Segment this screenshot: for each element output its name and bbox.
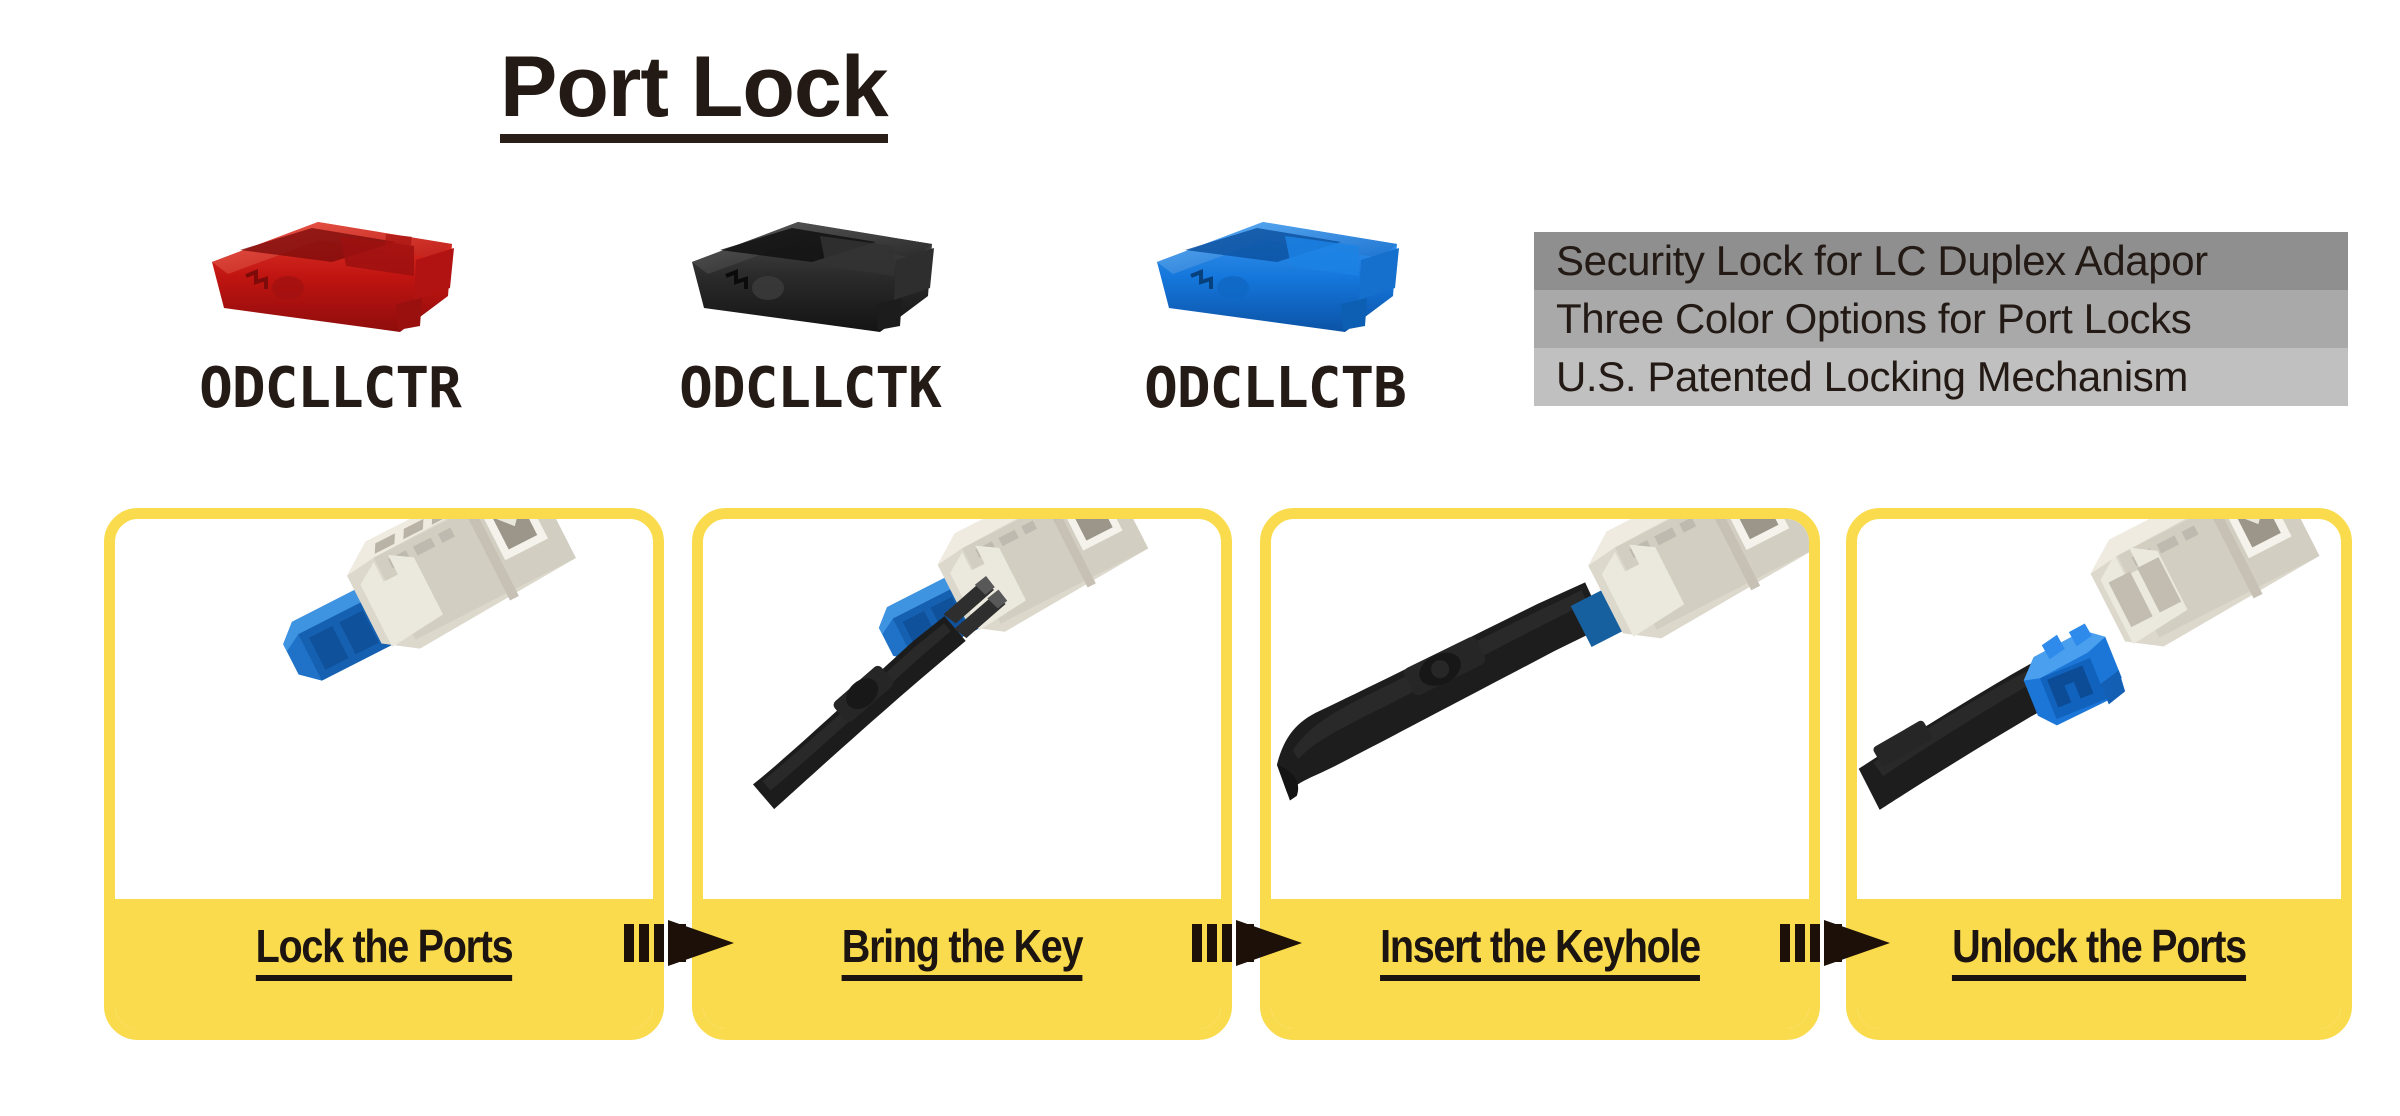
step-band: Unlock the Ports — [1857, 899, 2341, 1029]
step-illustration-unlock-the-ports — [1857, 519, 2341, 919]
step-label: Insert the Keyhole — [1309, 919, 1772, 981]
page-title: Port Lock — [500, 44, 889, 143]
step-band: Bring the Key — [703, 899, 1221, 1029]
feature-row: Three Color Options for Port Locks — [1534, 290, 2348, 348]
product-code: ODCLLCTR — [199, 356, 462, 421]
step-illustration-bring-the-key — [703, 519, 1221, 919]
step-band: Lock the Ports — [115, 899, 653, 1029]
step-arrow-3 — [1780, 912, 1892, 974]
feature-row: U.S. Patented Locking Mechanism — [1534, 348, 2348, 406]
step-label: Lock the Ports — [153, 919, 616, 981]
step-label: Bring the Key — [739, 919, 1184, 981]
product-code: ODCLLCTK — [679, 356, 942, 421]
step-card-2: Bring the Key — [692, 508, 1232, 1040]
feature-list: Security Lock for LC Duplex Adapor Three… — [1534, 232, 2348, 406]
step-label: Unlock the Ports — [1891, 919, 2307, 981]
product-item-2: ODCLLCTB — [1055, 200, 1495, 421]
feature-row: Security Lock for LC Duplex Adapor — [1534, 232, 2348, 290]
step-illustration-lock-the-ports — [115, 519, 653, 919]
step-arrow-2 — [1192, 912, 1304, 974]
step-illustration-insert-the-keyhole — [1271, 519, 1809, 919]
port-lock-clip-icon — [680, 200, 940, 350]
step-card-4: Unlock the Ports — [1846, 508, 2352, 1040]
product-item-0: ODCLLCTR — [110, 200, 550, 421]
product-item-1: ODCLLCTK — [590, 200, 1030, 421]
step-card-1: Lock the Ports — [104, 508, 664, 1040]
port-lock-clip-icon — [200, 200, 460, 350]
step-band: Insert the Keyhole — [1271, 899, 1809, 1029]
port-lock-clip-icon — [1145, 200, 1405, 350]
step-arrow-1 — [624, 912, 736, 974]
step-card-3: Insert the Keyhole — [1260, 508, 1820, 1040]
product-code: ODCLLCTB — [1144, 356, 1407, 421]
